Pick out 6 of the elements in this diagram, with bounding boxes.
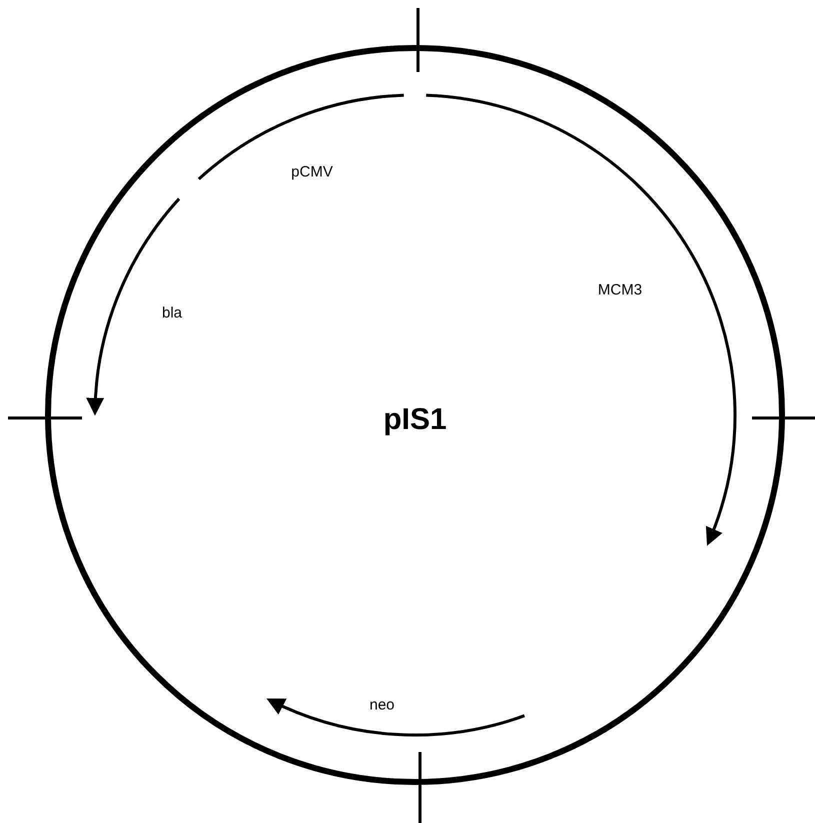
feature-label: MCM3	[598, 282, 642, 298]
feature-label: bla	[162, 304, 182, 322]
plasmid-name: pIS1	[383, 403, 447, 437]
plasmid-circle	[45, 45, 785, 785]
feature-label: pCMV	[291, 164, 333, 180]
feature-label: neo	[369, 696, 395, 714]
